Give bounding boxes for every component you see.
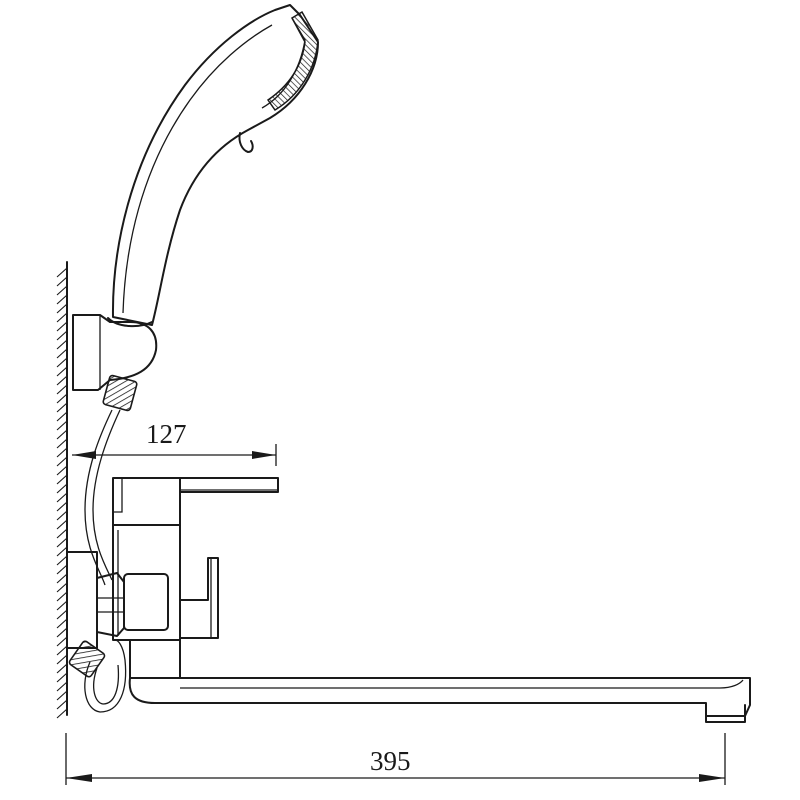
wall-hatch-line <box>56 627 68 638</box>
hex-nut <box>96 572 125 637</box>
wall-hatch-line <box>56 582 68 593</box>
wall-hatch-line <box>56 564 68 575</box>
wall-hatch-line <box>56 420 68 431</box>
hose-loop-lower <box>84 639 127 713</box>
wall-hatch-line <box>56 474 68 485</box>
wall-hatch-line <box>56 618 68 629</box>
hand-shower <box>111 4 319 326</box>
dim-127-label: 127 <box>146 419 187 449</box>
wall <box>56 261 68 719</box>
wall-hatch-line <box>56 375 68 386</box>
holder-cup-rim <box>107 317 153 328</box>
shower-handle-inner-line <box>122 24 273 314</box>
aerator <box>705 704 746 723</box>
wall-hatch-line <box>56 294 68 305</box>
spout <box>128 677 751 723</box>
wall-hatch-line <box>56 501 68 512</box>
spout-tube <box>128 677 751 717</box>
mixer-body-bevel <box>112 525 181 640</box>
diverter-knob <box>179 557 219 639</box>
wall-hatch-line <box>56 303 68 314</box>
dim-395-arrow-right <box>699 774 725 782</box>
lever-handle <box>113 477 279 513</box>
wall-hatch-line <box>56 492 68 503</box>
dim-395-arrow-left <box>66 774 92 782</box>
dimension-395: 395 <box>65 733 726 785</box>
wall-hatch-line <box>56 339 68 350</box>
mixer-side-recess <box>123 573 169 631</box>
wall-hatch-line <box>56 411 68 422</box>
wall-hatch-line <box>56 438 68 449</box>
wall-hatch-line <box>56 555 68 566</box>
wall-hatch-line <box>56 321 68 332</box>
wall-hatch-line <box>56 312 68 323</box>
wall-hatch-line <box>56 429 68 440</box>
wall-hatch-line <box>56 519 68 530</box>
cartridge-housing <box>112 477 279 526</box>
wall-hatch-line <box>56 573 68 584</box>
wall-hatch-line <box>56 600 68 611</box>
wall-hatch-line <box>56 699 68 710</box>
shower-nozzle-face <box>266 10 319 112</box>
wall-hatch-line <box>56 456 68 467</box>
wall-hatch-line <box>56 645 68 656</box>
wall-hatch-line <box>56 330 68 341</box>
wall-hatch-line <box>56 447 68 458</box>
mixer-body <box>66 477 279 679</box>
dim-127-arrow-right <box>252 451 276 459</box>
wall-flange <box>66 551 98 649</box>
wall-hatch-line <box>56 384 68 395</box>
hose-line-outer <box>84 409 113 586</box>
wall-hatch-line <box>56 672 68 683</box>
hose-connector-top <box>102 374 138 412</box>
wall-hatch-line <box>56 366 68 377</box>
wall-hatch-line <box>56 402 68 413</box>
wall-hatch-line <box>56 285 68 296</box>
spout-swivel-collar <box>129 639 181 679</box>
hose-loop-lower-inner <box>93 664 120 705</box>
dimension-127: 127 <box>72 419 277 466</box>
hose-connector-bottom <box>68 640 106 678</box>
dim-395-label: 395 <box>370 746 411 776</box>
wall-hatch-line <box>56 357 68 368</box>
wall-hatch-line <box>56 483 68 494</box>
wall-hatch-line <box>56 663 68 674</box>
hose-line-inner <box>92 409 121 581</box>
wall-hatch-line <box>56 276 68 287</box>
wall-hatch-line <box>56 636 68 647</box>
wall-hatch-line <box>56 609 68 620</box>
shower-handle-outline <box>111 4 319 326</box>
wall-hatch-line <box>56 528 68 539</box>
wall-hatch-line <box>56 267 68 278</box>
shower-hook-icon <box>238 132 254 153</box>
wall-hatch-line <box>56 681 68 692</box>
wall-hatch-line <box>56 708 68 719</box>
wall-hatch-line <box>56 654 68 665</box>
dim-127-arrow-left <box>72 451 96 459</box>
wall-hatch-line <box>56 690 68 701</box>
wall-hatch-line <box>56 393 68 404</box>
wall-hatch-line <box>56 591 68 602</box>
shower-holder <box>72 314 158 412</box>
wall-hatch-line <box>56 546 68 557</box>
spout-tube-inner <box>180 679 744 689</box>
wall-hatch-line <box>56 348 68 359</box>
wall-hatch-line <box>56 510 68 521</box>
wall-hatch-line <box>56 537 68 548</box>
wall-hatch-line <box>56 465 68 476</box>
wall-hatching <box>56 267 68 719</box>
